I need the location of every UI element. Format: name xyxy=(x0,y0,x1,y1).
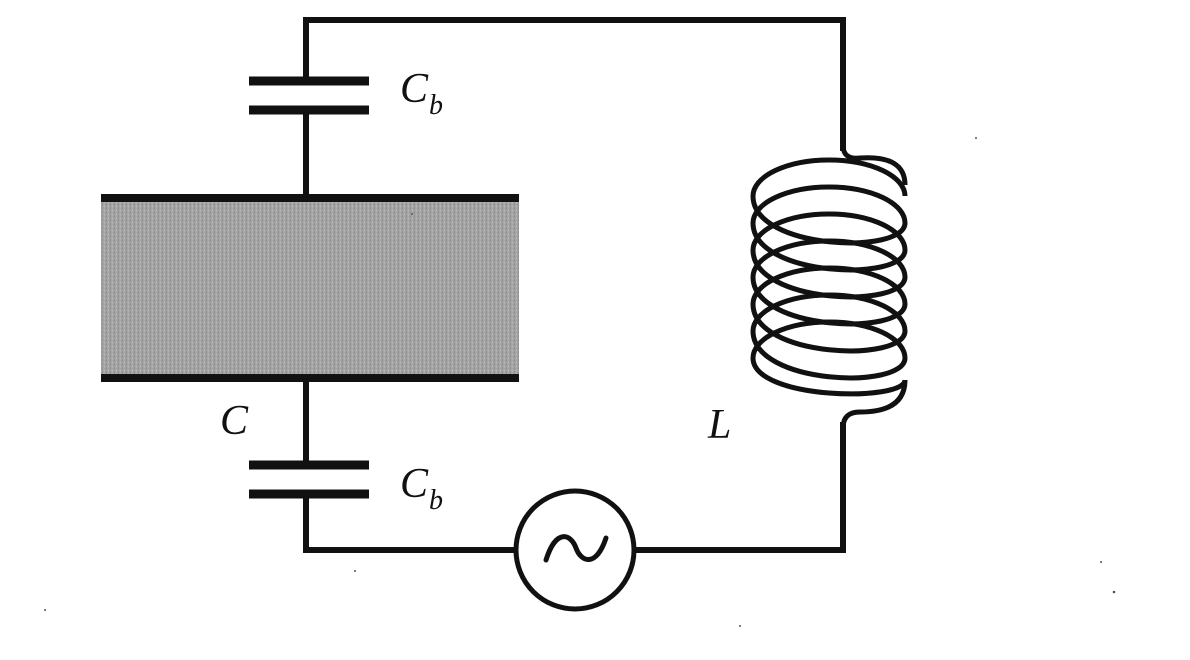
coil-lead-top xyxy=(840,144,908,186)
label-cb-bottom-subscript: b xyxy=(429,485,444,516)
coil-turns-back xyxy=(750,157,908,359)
coil-turns-front xyxy=(750,195,908,397)
label-inductor: L xyxy=(708,404,731,446)
wire-top-left xyxy=(303,17,846,151)
ac-source-icon xyxy=(513,488,637,612)
label-cb-top: Cb xyxy=(400,66,443,120)
label-c-main-symbol: C xyxy=(220,398,249,444)
wire-bottom-right xyxy=(633,422,846,553)
label-cb-bottom-symbol: C xyxy=(400,461,429,507)
label-inductor-symbol: L xyxy=(708,402,732,448)
coil-lead-bottom xyxy=(840,379,908,429)
inductor-coil-icon xyxy=(750,144,908,429)
label-cb-bottom: Cb xyxy=(400,461,443,515)
label-cb-top-subscript: b xyxy=(429,90,444,121)
capacitor-cb-top xyxy=(249,76,369,115)
sine-wave-icon xyxy=(543,534,609,563)
capacitor-cb-bottom xyxy=(249,460,369,499)
wire-bottom-left xyxy=(303,491,517,553)
scan-specks xyxy=(44,137,1116,627)
dielectric-block xyxy=(101,198,519,378)
label-cb-top-symbol: C xyxy=(400,66,429,112)
label-c-main: C xyxy=(220,400,248,442)
ac-source-symbol: ~ xyxy=(561,525,595,565)
capacitor-c-main xyxy=(101,194,519,382)
